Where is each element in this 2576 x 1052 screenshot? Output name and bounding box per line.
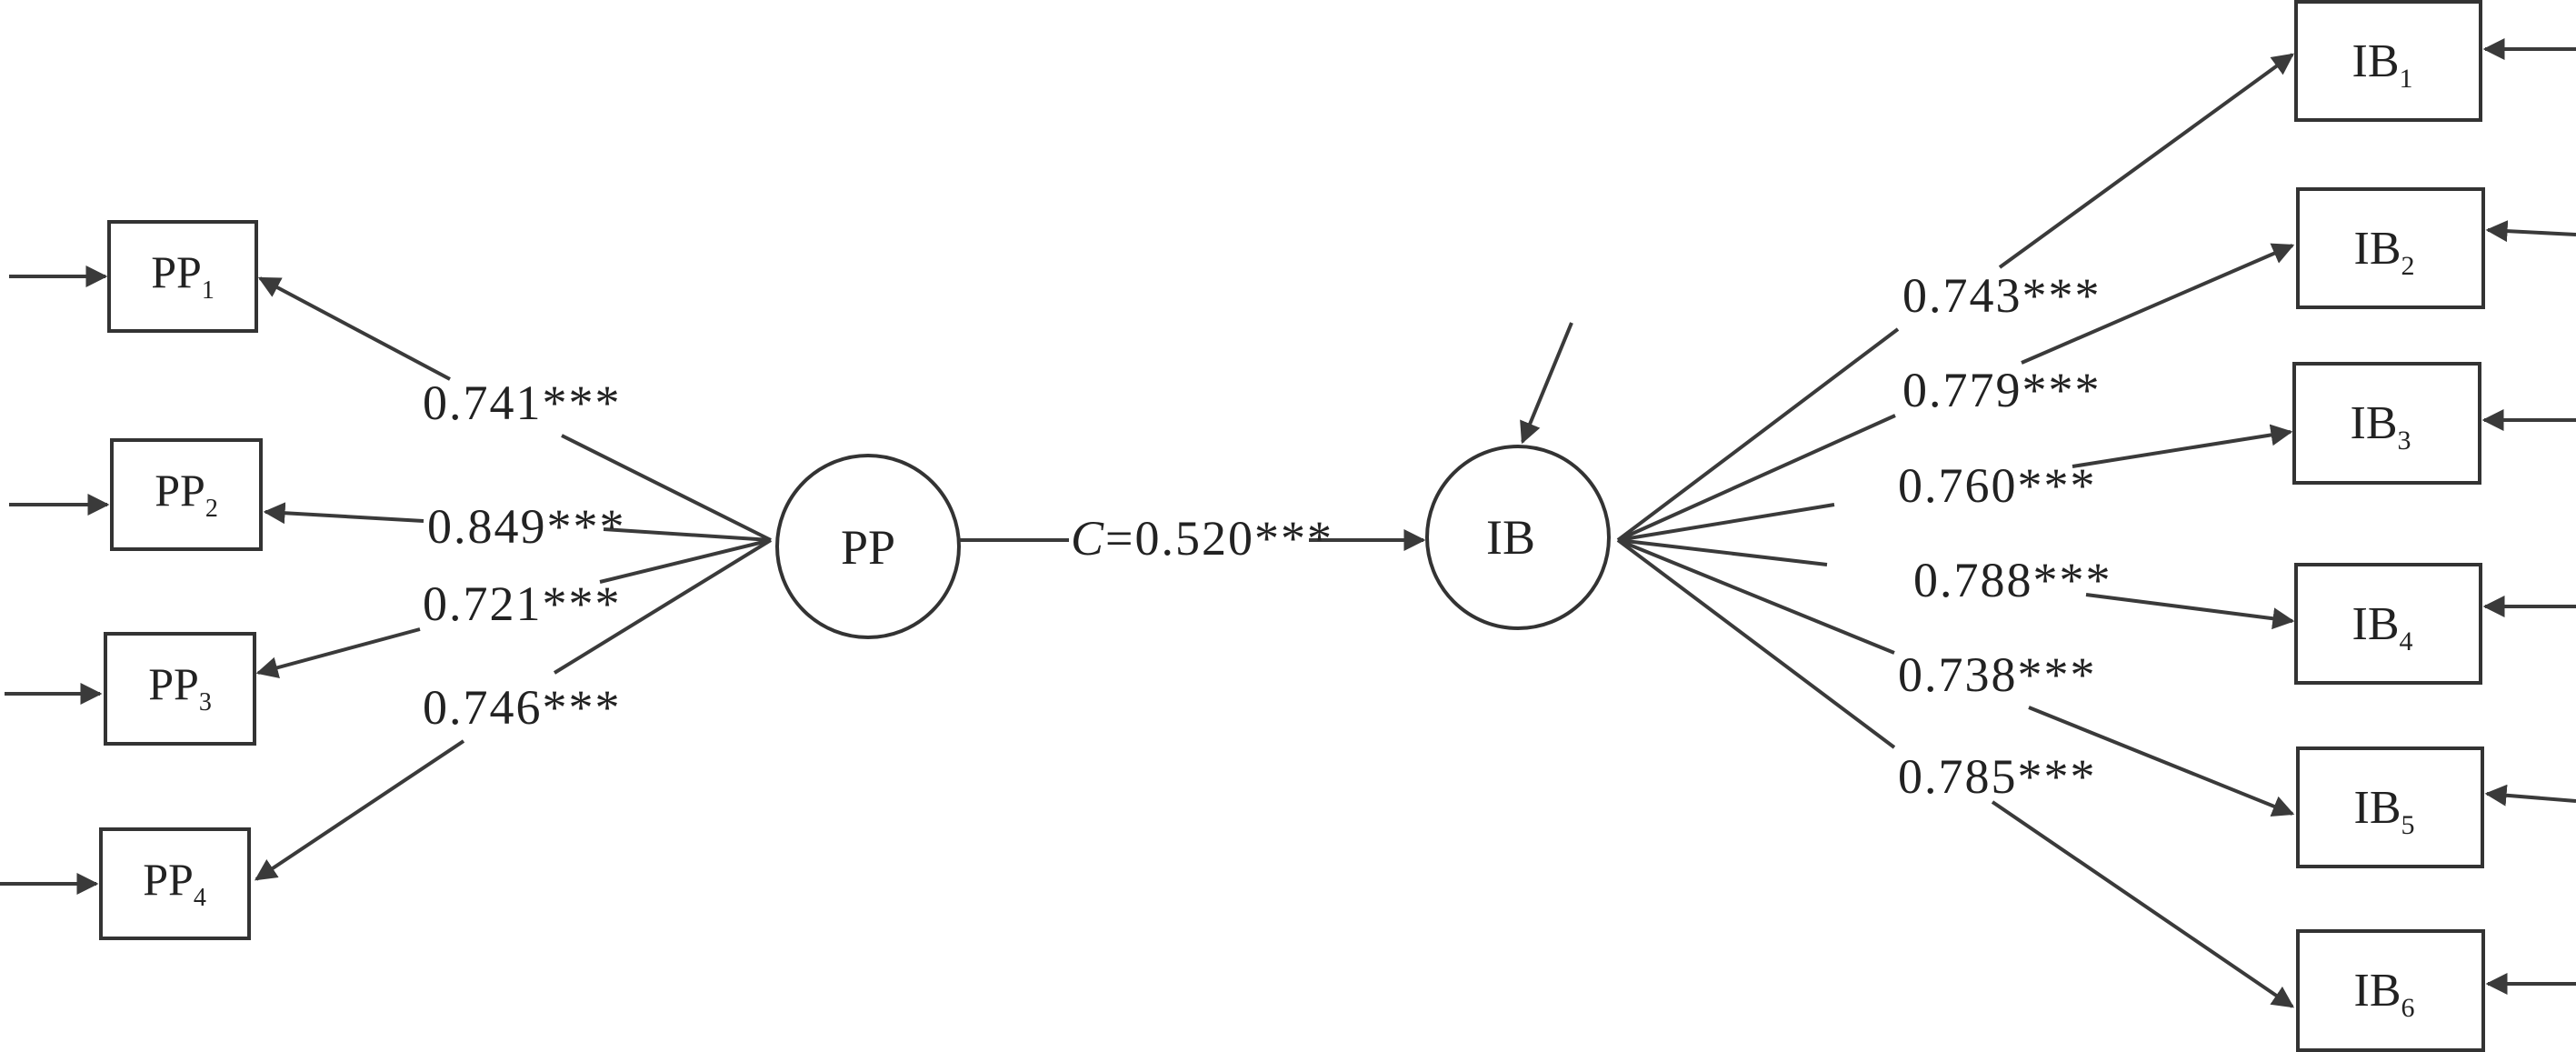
ib4-path-segment <box>1617 538 1828 566</box>
ib5-path-segment <box>1617 538 1895 655</box>
svg-text:PP: PP <box>841 520 895 575</box>
ib3-loading-label: 0.760*** <box>1898 458 2097 513</box>
pp2-loading-arrow <box>263 502 424 525</box>
ib5-loading-label: 0.738*** <box>1898 647 2097 702</box>
indicator-box-ib2: IB2 <box>2296 187 2485 309</box>
indicator-box-pp2: PP2 <box>110 438 263 551</box>
pp4-loading-label: 0.746*** <box>423 680 622 735</box>
ib6-path-segment <box>1616 538 1896 749</box>
pp1-loading-arrow <box>257 276 451 381</box>
ib2-error-arrow <box>2485 220 2576 243</box>
indicator-box-ib4: IB4 <box>2294 563 2482 685</box>
indicator-box-ib6: IB6 <box>2296 929 2485 1052</box>
svg-text:IB1: IB1 <box>2352 35 2413 94</box>
latent-pp: PP <box>775 454 961 639</box>
pp3-path-segment <box>599 538 772 584</box>
ib5-error-arrow <box>2484 784 2576 807</box>
indicator-box-pp1: PP1 <box>107 220 258 333</box>
ib1-loading-arrow <box>1998 53 2294 269</box>
ib1-loading-label: 0.743*** <box>1902 268 2102 323</box>
ib2-loading-arrow <box>2021 243 2295 365</box>
pp2-loading-label: 0.849*** <box>427 499 626 554</box>
ib-disturbance-arrow <box>1520 322 1573 445</box>
pp4-path-segment <box>553 538 773 675</box>
latent-ib: IB <box>1425 445 1611 630</box>
indicator-box-ib1: IB1 <box>2294 0 2482 122</box>
ib4-loading-label: 0.788*** <box>1913 553 2112 607</box>
svg-text:IB4: IB4 <box>2352 598 2413 656</box>
pp2-path-segment <box>603 527 772 542</box>
ib3-path-segment <box>1617 503 1835 542</box>
pp1-path-segment <box>561 434 772 542</box>
pp3-loading-label: 0.721*** <box>423 576 622 631</box>
pp1-loading-label: 0.741*** <box>423 376 622 430</box>
svg-text:PP1: PP1 <box>151 246 215 305</box>
indicator-box-pp3: PP3 <box>104 632 256 746</box>
svg-text:IB5: IB5 <box>2354 782 2415 840</box>
ib5-loading-arrow <box>2028 706 2295 817</box>
svg-text:PP3: PP3 <box>148 658 212 716</box>
ib3-loading-arrow <box>2072 424 2293 468</box>
pp3-loading-arrow <box>255 627 421 678</box>
indicator-box-ib3: IB3 <box>2292 362 2481 485</box>
svg-text:PP2: PP2 <box>155 465 218 523</box>
ib2-loading-label: 0.779*** <box>1902 363 2102 417</box>
indicator-box-ib5: IB5 <box>2296 746 2484 868</box>
svg-text:IB2: IB2 <box>2354 223 2415 281</box>
pp4-loading-arrow <box>255 739 465 881</box>
ib6-loading-arrow <box>1991 800 2294 1008</box>
svg-text:IB3: IB3 <box>2351 397 2411 456</box>
indicator-box-pp4: PP4 <box>99 827 251 940</box>
svg-text:IB: IB <box>1486 510 1535 565</box>
ib1-path-segment <box>1616 327 1900 542</box>
svg-text:PP4: PP4 <box>143 854 206 912</box>
structural-coefficient: C=0.520*** <box>1071 511 1333 566</box>
ib2-path-segment <box>1617 414 1896 542</box>
ib4-loading-arrow <box>2085 593 2295 630</box>
ib6-loading-label: 0.785*** <box>1898 749 2097 804</box>
svg-text:IB6: IB6 <box>2354 965 2415 1023</box>
